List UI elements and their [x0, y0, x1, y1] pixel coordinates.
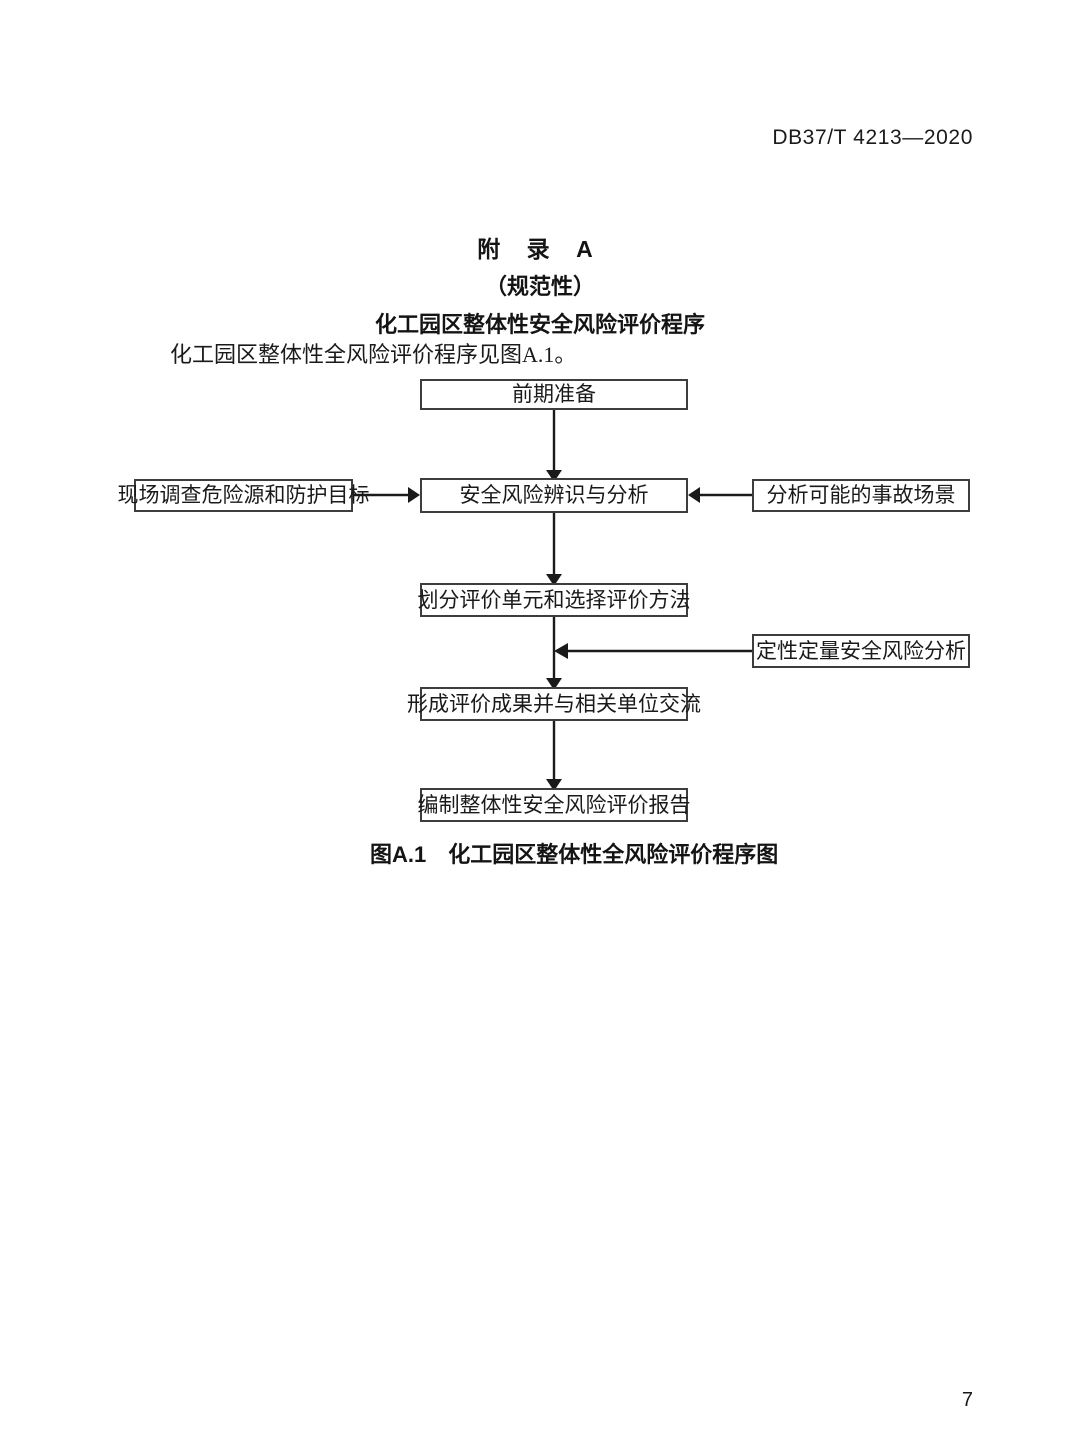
flow-node-analyze-possible-accident-scenarios[interactable]: 分析可能的事故场景 [752, 479, 970, 512]
connector-prep-to-identify [546, 410, 562, 482]
annex-intro-paragraph: 化工园区整体性全风险评价程序见图A.1。 [170, 342, 577, 367]
flow-node-qualitative-quantitative-risk-analysis[interactable]: 定性定量安全风险分析 [752, 634, 970, 668]
flow-node-preliminary-preparation[interactable]: 前期准备 [420, 379, 688, 410]
connector-qual-quant-to-mainline [554, 643, 752, 659]
figure-caption: 图A.1 化工园区整体性全风险评价程序图 [370, 840, 778, 870]
connector-results-to-report [546, 721, 562, 791]
flow-node-site-survey-hazards-and-protection-targets[interactable]: 现场调查危险源和防护目标 [118, 479, 370, 512]
page-header-standard-code: DB37/T 4213—2020 [772, 126, 973, 149]
figure-caption-label: 图A.1 [370, 842, 427, 867]
annex-heading-block: 附 录 A （规范性） 化工园区整体性安全风险评价程序 [0, 232, 1080, 342]
connector-identify-to-unit-method [546, 513, 562, 586]
figure-caption-text: 化工园区整体性全风险评价程序图 [448, 842, 779, 867]
flow-node-form-results-and-communicate[interactable]: 形成评价成果并与相关单位交流 [407, 687, 701, 721]
flow-node-safety-risk-identification-and-analysis[interactable]: 安全风险辨识与分析 [420, 478, 688, 513]
flow-node-compile-overall-risk-assessment-report[interactable]: 编制整体性安全风险评价报告 [418, 788, 691, 822]
connector-scenario-to-identify [688, 487, 752, 503]
annex-title: 附 录 A [477, 236, 603, 262]
annex-kind: （规范性） [484, 274, 595, 299]
annex-name: 化工园区整体性安全风险评价程序 [374, 312, 705, 337]
connector-unit-method-to-results [546, 617, 562, 690]
flow-node-divide-units-and-select-methods[interactable]: 划分评价单元和选择评价方法 [418, 583, 691, 617]
page-number: 7 [961, 1389, 973, 1411]
